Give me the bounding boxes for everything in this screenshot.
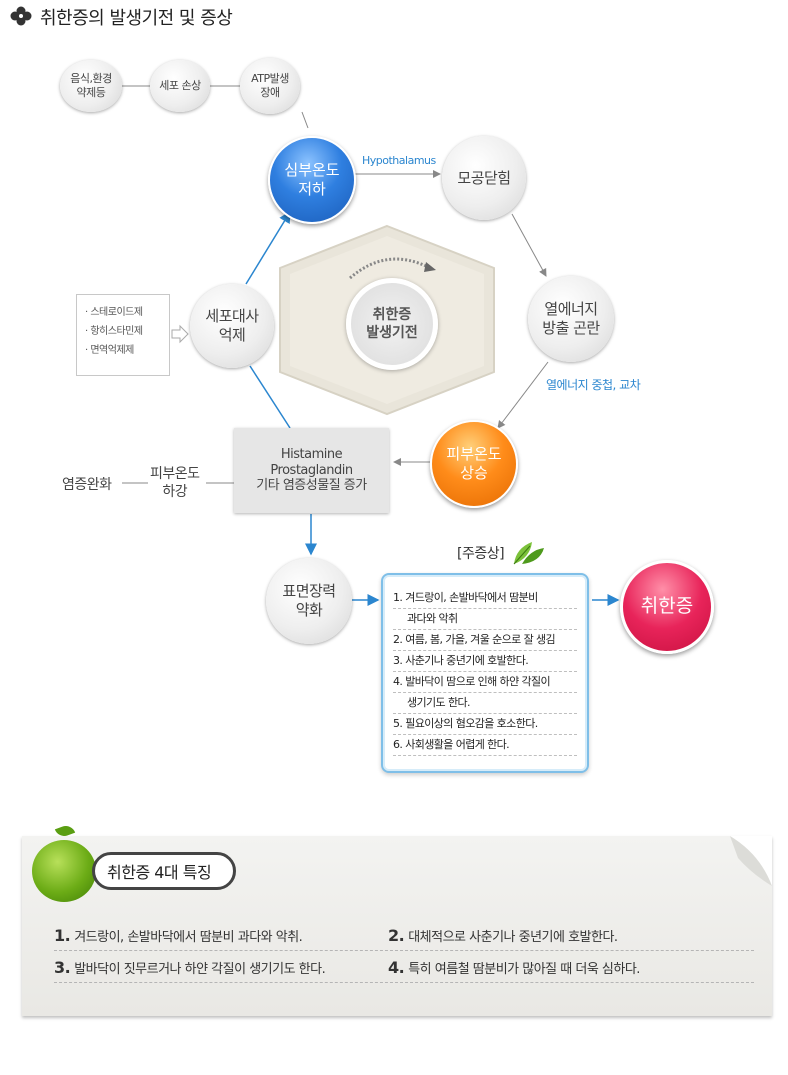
symptom-line: 4. 발바닥이 땀으로 인해 하얀 각질이 [393, 672, 577, 693]
clover-icon [10, 6, 32, 26]
heat-overlap-label: 열에너지 중첩, 교차 [546, 378, 641, 392]
hypothalamus-label: Hypothalamus [362, 154, 436, 167]
symptom-line: 생기기도 한다. [393, 693, 577, 714]
symptom-line: 1. 겨드랑이, 손발바닥에서 땀분비 [393, 588, 577, 609]
page-title: 취한증의 발생기전 및 증상 [40, 8, 233, 29]
symptom-line: 3. 사춘기나 중년기에 호발한다. [393, 651, 577, 672]
symptom-line: 2. 여름, 봄, 가을, 겨울 순으로 잘 생김 [393, 630, 577, 651]
inflammation-relief-label: 염증완화 [62, 477, 112, 493]
feature-item: 2.대체적으로 사춘기나 중년기에 호발한다. [388, 926, 618, 945]
feature-item: 4.특히 여름철 땀분비가 많아질 때 더욱 심하다. [388, 958, 640, 977]
apple-icon [32, 840, 96, 902]
cell-damage-node: 세포 손상 [150, 60, 210, 112]
feature-item: 3.발바닥이 짓무르거나 하얀 각질이 생기기도 한다. [54, 958, 326, 977]
feature-item: 1.겨드랑이, 손발바닥에서 땀분비 과다와 악취. [54, 926, 303, 945]
symptom-line: 5. 필요이상의 혐오감을 호소한다. [393, 714, 577, 735]
leaf-icon [513, 542, 544, 565]
symptom-line: 6. 사회생활을 어렵게 한다. [393, 735, 577, 756]
page-curl-icon [730, 836, 772, 886]
features-heading: 취한증 4대 특징 [92, 852, 236, 890]
mediators-box: Histamine Prostaglandin 기타 염증성물질 증가 [234, 428, 389, 513]
divider [54, 950, 754, 951]
symptoms-box: 1. 겨드랑이, 손발바닥에서 땀분비 과다와 악취 2. 여름, 봄, 가을,… [381, 573, 589, 773]
symptom-line: 과다와 악취 [393, 609, 577, 630]
symptoms-heading: [주증상] [457, 546, 505, 562]
pore-closing-node: 모공닫힘 [442, 136, 526, 220]
result-node: 취한증 [620, 560, 714, 654]
divider [54, 982, 754, 983]
drugs-box: · 스테로이드제 · 항히스타민제 · 면역억제제 [76, 294, 170, 376]
